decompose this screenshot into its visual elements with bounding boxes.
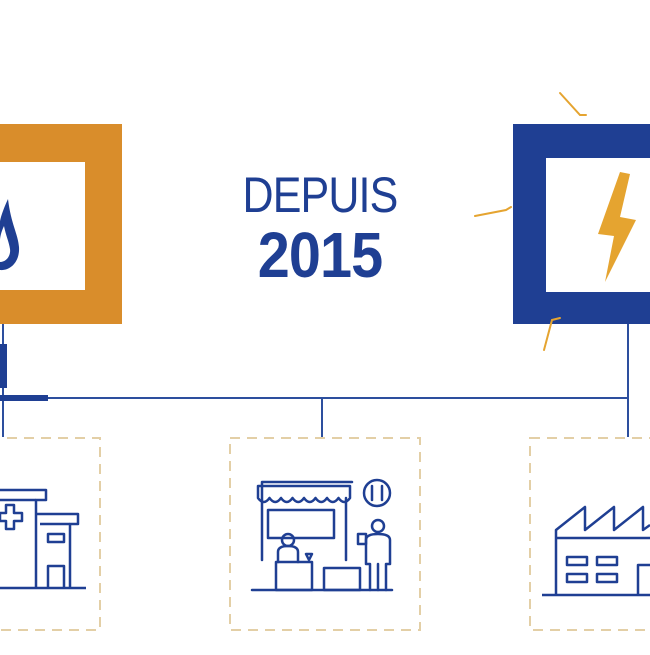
hospital-icon bbox=[0, 488, 86, 590]
gas-pipe-block bbox=[0, 344, 7, 388]
electricity-node bbox=[474, 92, 650, 351]
connector-lines bbox=[0, 322, 629, 437]
gas-node bbox=[0, 124, 122, 324]
lightning-icon bbox=[598, 172, 636, 282]
client-boxes bbox=[0, 437, 650, 631]
factory-icon bbox=[542, 505, 650, 597]
headline-year: 2015 bbox=[257, 219, 383, 291]
electricity-node-frame bbox=[513, 124, 650, 324]
headline-depuis: DEPUIS bbox=[242, 167, 399, 223]
client-box-factory bbox=[529, 437, 650, 631]
flame-icon bbox=[0, 199, 20, 271]
gas-node-frame bbox=[0, 124, 122, 324]
client-box-restaurant bbox=[229, 437, 421, 631]
restaurant-icon bbox=[250, 478, 394, 592]
gas-pipe-joint bbox=[0, 395, 48, 401]
client-box-hospital bbox=[0, 437, 101, 631]
spark-lines bbox=[474, 92, 587, 351]
